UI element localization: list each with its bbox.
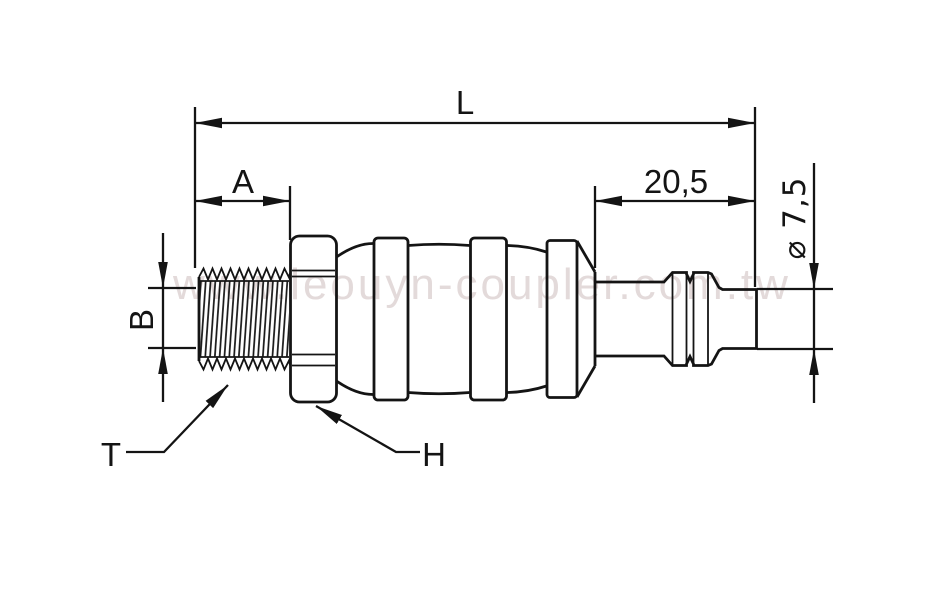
end-band xyxy=(545,239,579,399)
part-outline xyxy=(197,234,758,404)
body-shoulder-top xyxy=(335,242,374,259)
dim-20-5-label: 20,5 xyxy=(644,163,708,200)
sleeve-rib xyxy=(469,236,508,402)
thread-crest-top xyxy=(198,266,291,282)
hex-body xyxy=(289,234,338,404)
arrowhead xyxy=(158,348,168,374)
body-mid-bottom xyxy=(407,391,471,396)
callout-T: T xyxy=(101,384,229,473)
dimension-B: B xyxy=(123,233,196,402)
dim-dia-label: ⌀ 7,5 xyxy=(777,177,813,260)
arrowhead xyxy=(809,349,819,375)
male-thread xyxy=(197,266,291,372)
body-right-top xyxy=(506,244,547,254)
dim-A-label: A xyxy=(232,163,254,200)
sleeve-body xyxy=(335,236,597,402)
dimension-20-5: 20,5 xyxy=(593,163,755,268)
body-chamfer-bottom xyxy=(575,365,597,398)
arrowhead xyxy=(158,262,168,288)
body-chamfer-top xyxy=(575,240,597,273)
body-right-bottom xyxy=(506,384,547,394)
arrowhead xyxy=(809,263,819,289)
dimension-L: L xyxy=(193,84,757,287)
leader-line-T xyxy=(126,384,229,454)
dimension-dia-7-5: ⌀ 7,5 xyxy=(757,163,833,403)
thread-crest-bottom xyxy=(198,356,291,372)
plug-nipple xyxy=(595,271,758,367)
body-shoulder-bottom xyxy=(335,379,374,396)
callout-H-label: H xyxy=(422,436,446,473)
callout-T-label: T xyxy=(101,436,121,473)
dimension-A: A xyxy=(195,163,292,240)
dim-L-label: L xyxy=(456,84,474,121)
callout-H: H xyxy=(315,405,446,473)
sleeve-rib xyxy=(372,236,410,402)
body-mid-top xyxy=(407,242,471,247)
hex-nut xyxy=(289,234,338,404)
thread-hatch xyxy=(200,281,289,357)
leader-line-H xyxy=(315,405,420,454)
dim-B-label: B xyxy=(123,309,160,331)
